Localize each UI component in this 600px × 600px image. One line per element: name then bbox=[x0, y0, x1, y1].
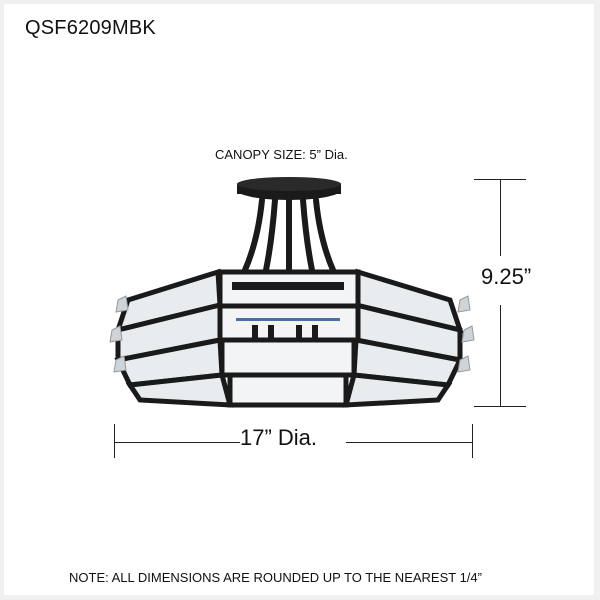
model-number: QSF6209MBK bbox=[25, 17, 156, 39]
width-dimension-line-left bbox=[114, 442, 240, 443]
width-dimension-right-tick bbox=[472, 424, 473, 458]
height-dimension-label: 9.25” bbox=[481, 264, 532, 289]
height-dimension-line-upper bbox=[500, 179, 501, 256]
height-dimension-line-lower bbox=[500, 305, 501, 406]
height-dimension-bottom-tick bbox=[474, 406, 526, 407]
canopy-size-label: CANOPY SIZE: 5” Dia. bbox=[215, 147, 348, 162]
width-dimension-line-right bbox=[346, 442, 472, 443]
dimensions-note: NOTE: ALL DIMENSIONS ARE ROUNDED UP TO T… bbox=[69, 570, 482, 585]
width-dimension-label: 17” Dia. bbox=[240, 425, 318, 450]
width-dimension-left-tick bbox=[114, 424, 115, 458]
